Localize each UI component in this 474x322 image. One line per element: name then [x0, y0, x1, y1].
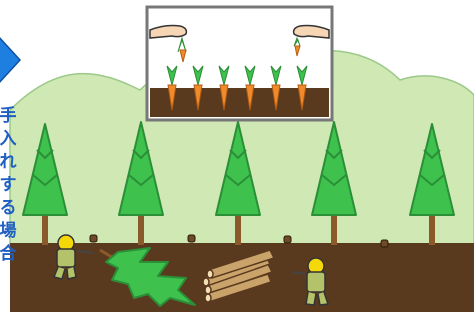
side-label-char: れ [0, 151, 17, 174]
stump-icon [90, 235, 97, 242]
stump-icon [188, 235, 195, 242]
thinning-hand-icon [150, 26, 186, 39]
thinning-hand-icon [294, 26, 329, 39]
side-label-char: 入 [0, 128, 17, 151]
stump-icon [381, 240, 388, 247]
stump-icon [284, 236, 291, 243]
side-label-char: 合 [0, 243, 17, 266]
side-label-thinning: 手 入 れ す る 場 合 [0, 105, 18, 266]
side-label-char: す [0, 174, 17, 197]
side-label-char: る [0, 197, 17, 220]
side-label-char: 場 [0, 220, 17, 243]
thinning-inset-panel [147, 7, 332, 120]
side-label-char: 手 [0, 105, 17, 128]
arrow-right-icon [0, 36, 20, 84]
